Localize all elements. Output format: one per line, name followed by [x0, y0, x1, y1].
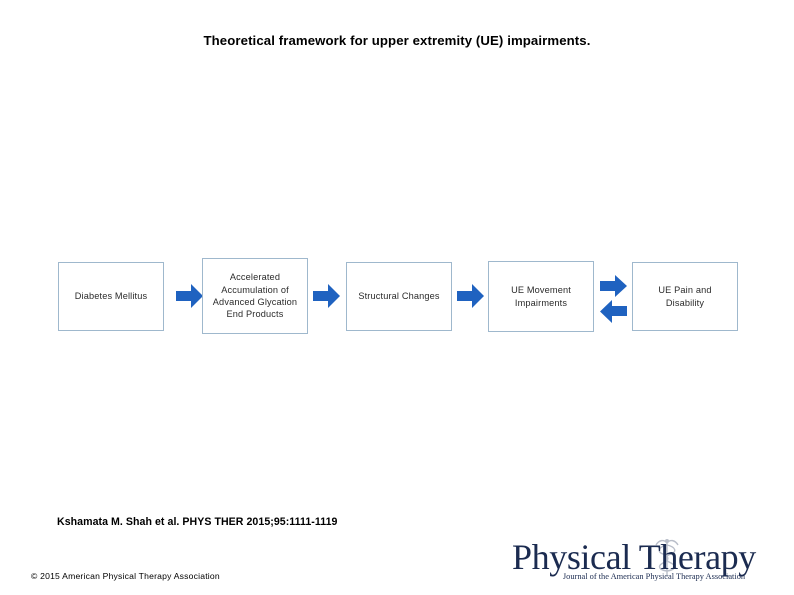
copyright-text: © 2015 American Physical Therapy Associa… — [31, 571, 220, 581]
flow-box-structural-changes: Structural Changes — [346, 262, 452, 331]
flow-box-diabetes-mellitus: Diabetes Mellitus — [58, 262, 164, 331]
journal-logo-divider — [545, 584, 763, 585]
journal-logo-subtitle: Journal of the American Physical Therapy… — [562, 572, 746, 581]
figure-title: Theoretical framework for upper extremit… — [203, 33, 591, 48]
arrow-right-icon — [176, 283, 204, 309]
flow-box-label: Accelerated Accumulation of Advanced Gly… — [212, 272, 298, 320]
arrow-left-icon — [598, 299, 628, 324]
arrow-right-icon — [457, 283, 485, 309]
citation-text: Kshamata M. Shah et al. PHYS THER 2015;9… — [57, 516, 338, 528]
flow-box-label: Structural Changes — [358, 291, 440, 302]
journal-logo-wordmark: Physical Therapy — [512, 537, 756, 577]
flow-box-label: Diabetes Mellitus — [74, 291, 148, 302]
arrow-right-icon — [313, 283, 341, 309]
flow-box-age-products: Accelerated Accumulation of Advanced Gly… — [202, 258, 308, 334]
arrow-right-icon — [600, 274, 628, 298]
caduceus-icon — [650, 538, 684, 578]
journal-logo: Physical Therapy Journal of the American… — [512, 536, 784, 592]
